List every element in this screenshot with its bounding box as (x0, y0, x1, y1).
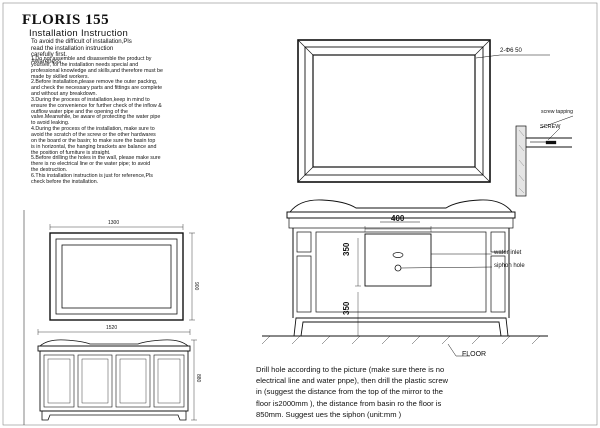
intro-heading: Awareness (31, 57, 62, 65)
step-line: 4.During the process of the installation… (31, 126, 155, 133)
step-line: 2.Before installation,please remove the … (31, 79, 158, 86)
screw-spec-leader (475, 54, 550, 59)
dimension-1520: 1520 (106, 325, 118, 331)
note-line: floor is2000mm ), the distance from basi… (256, 398, 442, 408)
screw-spec-label: 2-Φ6 50 (500, 48, 522, 54)
page-title: FLORIS 155 (22, 12, 110, 28)
screw-tapping-label: screw tapping (541, 109, 574, 115)
note-line: electrical line and water pnpe), then dr… (256, 376, 449, 386)
step-line: on the board or the basin; to make sure … (31, 137, 156, 144)
step-line: is in horizontal, the hanging brackets a… (31, 143, 157, 150)
siphon-hole-label: siphon hole (494, 263, 525, 269)
intro-text: To avoid the difficult of installation,P… (31, 38, 221, 65)
step-line: made by skilled workers. (31, 73, 89, 80)
note-line: Drill hole according to the picture (mak… (256, 365, 445, 374)
note-line: 850mm. Suggest ues the siphon (unit:mm ) (256, 409, 402, 419)
step-line: check before the installation. (31, 178, 99, 185)
step-line: 1.Do not assemble and disassemble the pr… (31, 56, 152, 62)
step-line: professional knowledge and skills,and th… (31, 67, 163, 74)
note-line: in (suggest the distance from the top of… (256, 387, 443, 397)
awareness-steps: 1.Do not assemble and disassemble the pr… (31, 56, 221, 186)
step-line: 3.During the process of installation,kee… (31, 96, 150, 103)
dimension-880: 880 (195, 374, 201, 383)
floor-hatch (261, 335, 548, 357)
vanity-front-view (286, 199, 516, 337)
intro-line: To avoid the difficult of installation,P… (31, 38, 132, 45)
dimension-350-top: 350 (342, 242, 351, 256)
screw-label: SCREW (540, 124, 561, 130)
large-mirror-drawing (297, 39, 491, 183)
step-line: 5.Before drilling the holes in the wall,… (31, 155, 161, 162)
step-line: the destruction. (31, 167, 68, 174)
small-vanity-drawing (37, 329, 197, 421)
dimension-400: 400 (391, 214, 405, 223)
intro-line: read the installation instruction (31, 44, 114, 52)
step-line: yourself, for the installation needs spe… (31, 61, 139, 68)
drilling-note: Drill hole according to the picture (mak… (256, 364, 586, 420)
intro-line: carefully first. (31, 51, 67, 59)
step-line: and check the necessary parts and fittin… (31, 85, 163, 92)
step-line: valve.Meanwhile, be aware of protecting … (31, 114, 161, 121)
water-inlet-label: water inlet (494, 250, 522, 256)
step-line: there is no electrical line or the water… (31, 161, 151, 168)
dimension-900: 900 (193, 282, 199, 291)
step-line: to avoid leaking. (31, 120, 70, 127)
dimension-1300: 1300 (108, 220, 120, 226)
step-line: the position of furniture is straight. (31, 149, 111, 156)
dimension-350-bottom: 350 (342, 301, 351, 315)
step-line: avoid the scratch of the screw or the ot… (31, 131, 156, 138)
step-line: 6.This installation instruction is just … (31, 172, 153, 179)
wall-section-detail (515, 115, 574, 197)
step-line: and without any breakdown. (31, 91, 97, 98)
step-line: ensure the convenience for further check… (31, 102, 162, 109)
step-line: outflow water pipe and the opening of th… (31, 108, 128, 115)
page-subtitle: Installation Instruction (29, 28, 129, 39)
small-mirror-drawing (49, 224, 195, 321)
floor-label: FLOOR (462, 351, 487, 358)
